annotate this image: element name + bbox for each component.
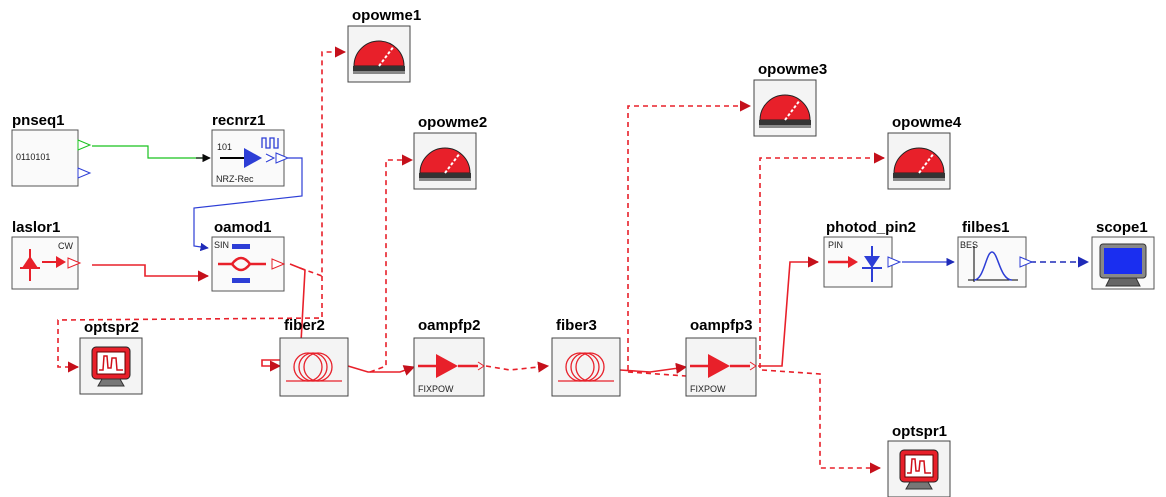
pulse-train-icon: [261, 137, 279, 149]
block-label: opowme3: [758, 61, 827, 78]
block-top-label: 101: [217, 142, 232, 152]
block-label: photod_pin2: [826, 219, 916, 236]
spectrum-analyzer-icon: [79, 337, 143, 395]
wire-oampfp2-fiber3: [485, 361, 550, 373]
block-top-label: BES: [960, 240, 978, 250]
block-label: oampfp3: [690, 317, 753, 334]
block-sublabel: FIXPOW: [418, 384, 454, 394]
block-label: opowme2: [418, 114, 487, 131]
block-top-label: CW: [58, 241, 73, 251]
block-label: filbes1: [962, 219, 1010, 236]
block-label: optspr2: [84, 319, 139, 336]
block-opowme3[interactable]: opowme3: [753, 61, 827, 137]
output-port-icon: [887, 256, 902, 268]
block-body[interactable]: [957, 236, 1027, 288]
output-port-icon: [67, 257, 82, 269]
block-label: fiber3: [556, 317, 597, 334]
spectrum-analyzer-icon: [887, 440, 951, 497]
block-label: pnseq1: [12, 112, 65, 129]
block-body[interactable]: [11, 129, 79, 187]
block-photod-pin2[interactable]: photod_pin2 PIN: [823, 219, 916, 288]
power-meter-icon: [413, 132, 477, 190]
block-sublabel: FIXPOW: [690, 384, 726, 394]
power-meter-icon: [347, 25, 411, 83]
wires: [57, 46, 1090, 474]
block-sublabel: NRZ-Rec: [216, 174, 254, 184]
wire-fiber3-oampfp3: [619, 362, 688, 374]
block-label: scope1: [1096, 219, 1148, 236]
output-port-icon: [77, 139, 92, 151]
block-optspr2[interactable]: optspr2: [79, 319, 143, 395]
wire-oamod1-optspr2: [57, 276, 323, 373]
block-laslor1[interactable]: laslor1 CW: [11, 219, 82, 290]
fiber-coil-icon: [551, 337, 621, 397]
block-label: oampfp2: [418, 317, 481, 334]
wire-fiber3-opowme3: [627, 100, 752, 370]
output-port-icon: [271, 258, 286, 270]
block-label: opowme4: [892, 114, 962, 131]
wire-recnrz1-oamod1: [193, 157, 303, 252]
block-sublabel: 0110101: [16, 152, 50, 162]
wire-oampfp3-optspr1: [761, 369, 882, 474]
block-top-label: SIN: [214, 240, 229, 250]
bessel-filter-curve-icon: [973, 251, 1013, 281]
wire-oampfp3-opowme4: [759, 152, 886, 368]
block-label: recnrz1: [212, 112, 265, 129]
block-recnrz1[interactable]: recnrz1 101 NRZ-Rec: [211, 112, 290, 187]
output-port-icon: [77, 167, 92, 179]
fiber-coil-icon: [279, 337, 349, 397]
power-meter-icon: [753, 79, 817, 137]
block-opowme2[interactable]: opowme2: [413, 114, 487, 190]
output-port-icon: [275, 152, 290, 164]
wire-oamod1-opowme1: [299, 46, 347, 278]
block-label: opowme1: [352, 7, 421, 24]
wire-fiber2-oampfp2: [347, 365, 416, 376]
block-oamod1[interactable]: oamod1 SIN: [211, 219, 286, 292]
block-scope1[interactable]: scope1: [1091, 219, 1155, 290]
block-label: laslor1: [12, 219, 60, 236]
wire-pnseq1-recnrz1: [92, 145, 208, 159]
wire-fiber3-oampfp3-dash: [627, 371, 687, 377]
wire-laslor1-oamod1: [92, 264, 210, 282]
block-fiber2[interactable]: fiber2: [279, 317, 349, 397]
block-filbes1[interactable]: filbes1 BES: [957, 219, 1034, 288]
power-meter-icon: [887, 132, 951, 190]
output-port-icon: [1019, 256, 1034, 268]
block-oampfp2[interactable]: oampfp2 FIXPOW: [412, 317, 486, 398]
block-oampfp3[interactable]: oampfp3 FIXPOW: [684, 317, 758, 398]
block-pnseq1[interactable]: pnseq1 0110101: [11, 112, 92, 187]
driver-triangle-icon: [244, 148, 262, 168]
block-label: fiber2: [284, 317, 325, 334]
block-optspr1[interactable]: optspr1: [887, 423, 951, 497]
wire-fiber2-opowme2: [369, 154, 414, 373]
block-top-label: PIN: [828, 240, 843, 250]
mach-zehnder-icon: [218, 256, 266, 266]
wire-oampfp3-photod: [758, 256, 820, 367]
block-label: oamod1: [214, 219, 272, 236]
block-opowme1[interactable]: opowme1: [347, 7, 421, 83]
block-opowme4[interactable]: opowme4: [887, 114, 962, 190]
block-fiber3[interactable]: fiber3: [551, 317, 621, 397]
block-label: optspr1: [892, 423, 947, 440]
